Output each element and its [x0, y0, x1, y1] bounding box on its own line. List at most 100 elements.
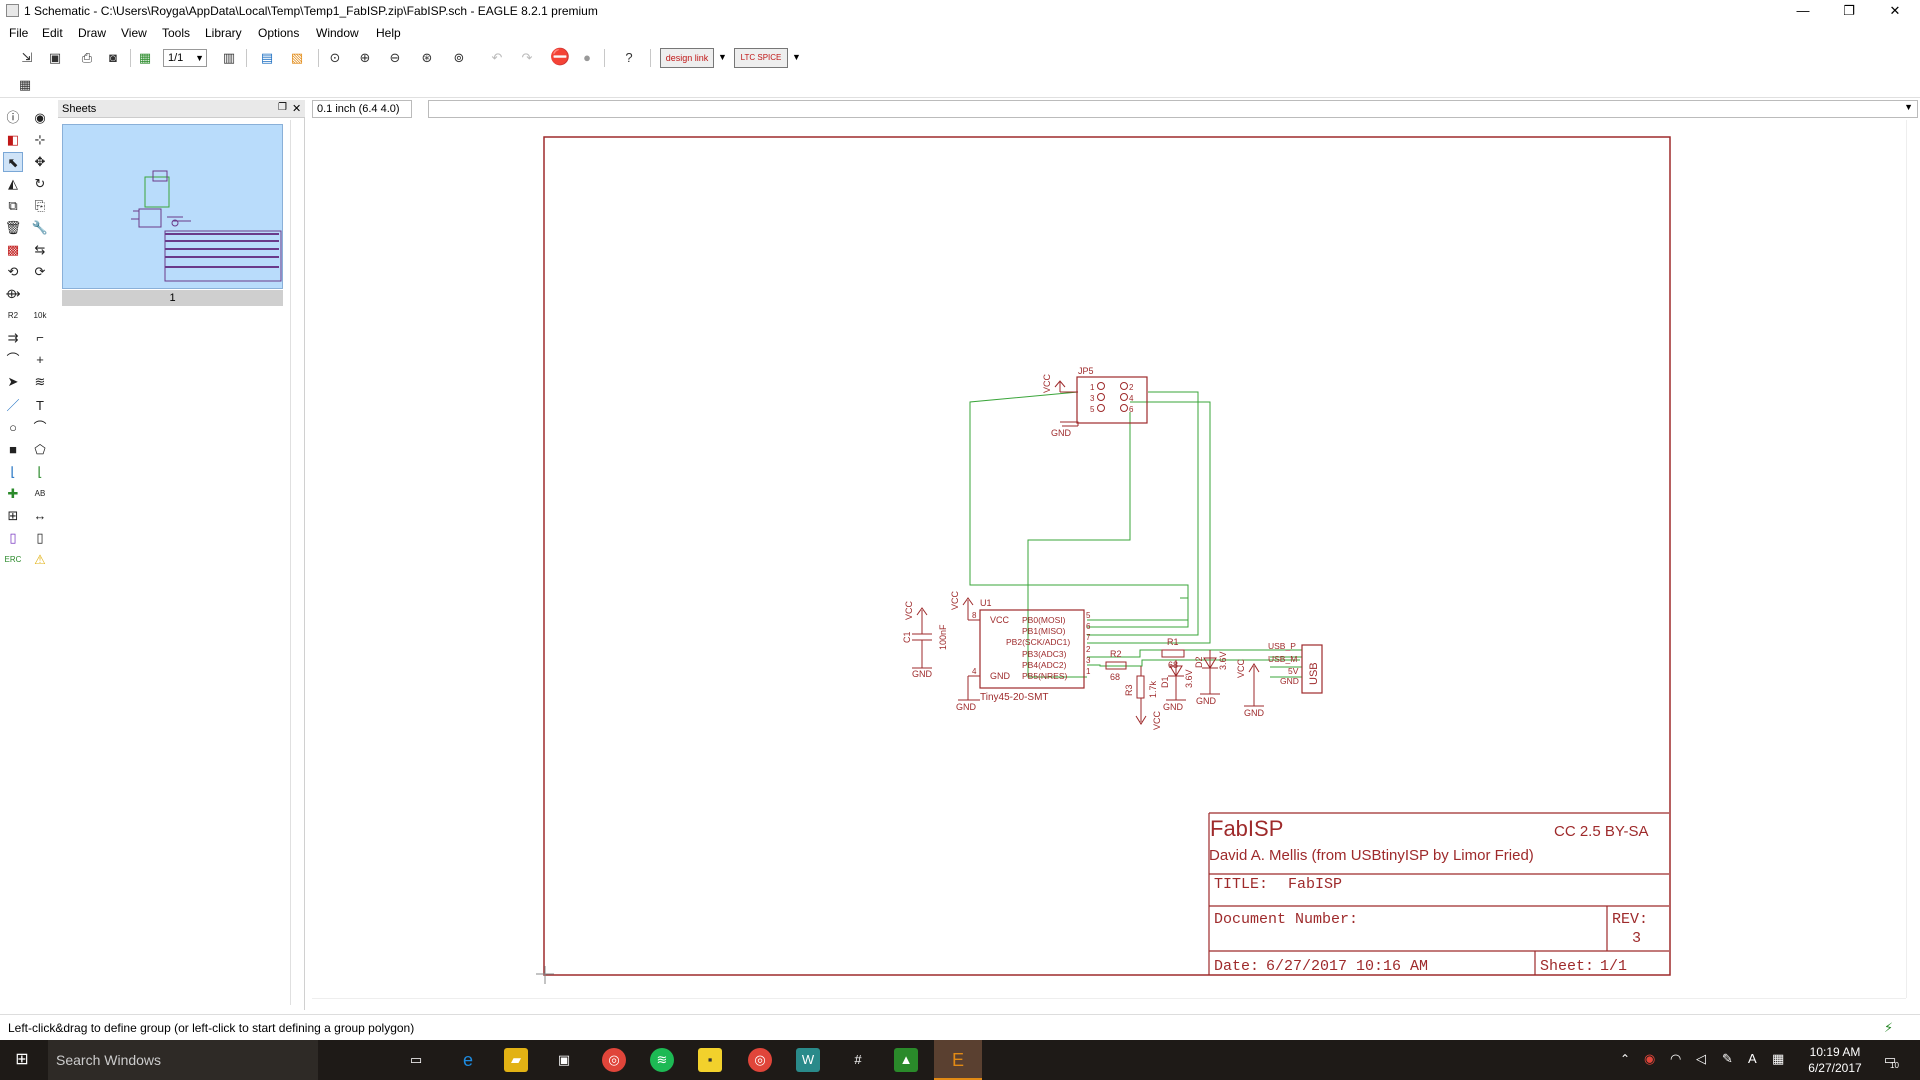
menu-library[interactable]: Library [205, 26, 242, 40]
sheet-thumbnail[interactable] [62, 124, 283, 289]
ulp-icon[interactable]: ▧ [290, 50, 304, 65]
go-icon[interactable]: ● [583, 50, 591, 65]
print-icon[interactable]: ⎙ [81, 50, 93, 65]
zoom-select-icon[interactable]: ⊚ [453, 50, 465, 65]
open-icon[interactable]: ⇲ [21, 50, 33, 65]
bus-draw-icon[interactable]: ⌊ [37, 464, 43, 479]
menu-view[interactable]: View [121, 26, 147, 40]
tray-chevron-icon[interactable]: ⌃ [1620, 1052, 1631, 1066]
zoom-fit-icon[interactable]: ⊙ [329, 50, 341, 65]
command-dropdown-icon[interactable]: ▼ [1904, 102, 1913, 112]
command-line-input[interactable]: ▼ [428, 100, 1918, 118]
erc-icon[interactable]: ERC [4, 555, 22, 564]
wire-icon[interactable]: ／ [6, 398, 20, 413]
sheet-select[interactable]: 1/1 ▼ [163, 49, 207, 67]
script-icon[interactable]: ▤ [260, 50, 274, 65]
eagle-task-icon[interactable]: E [934, 1040, 982, 1080]
bus-arrow-icon[interactable]: ➤ [7, 374, 19, 389]
zoom-redraw-icon[interactable]: ⊛ [421, 50, 433, 65]
move-icon[interactable]: ⬉ [3, 152, 23, 172]
grid-icon[interactable]: ▦ [18, 77, 32, 92]
pin-swap-icon[interactable]: ⟳ [34, 264, 46, 279]
miter-icon[interactable]: ⌐ [36, 330, 44, 345]
tray-volume-icon[interactable]: ◁ [1696, 1051, 1706, 1066]
switch-board-icon[interactable]: ▦ [138, 50, 152, 65]
optimize-icon[interactable]: + [36, 352, 44, 367]
canvas-horizontal-scrollbar[interactable] [312, 998, 1906, 1012]
save-icon[interactable]: ▣ [48, 50, 62, 65]
tray-vpn-icon[interactable]: ◉ [1644, 1051, 1656, 1066]
column-layout-icon[interactable]: ▥ [222, 50, 236, 65]
redo-icon[interactable]: ↷ [521, 50, 533, 65]
store-icon[interactable]: ▣ [557, 1052, 571, 1067]
start-icon[interactable]: ⊞ [15, 1051, 29, 1068]
tray-network-icon[interactable]: ◠ [1670, 1051, 1682, 1066]
circle-icon[interactable]: ○ [9, 420, 17, 435]
copy-icon[interactable]: ⧉ [8, 198, 18, 213]
canvas-vertical-scrollbar[interactable] [1906, 120, 1920, 998]
edge-icon[interactable]: e [462, 1050, 473, 1070]
stop-icon[interactable]: ⛔ [550, 49, 570, 66]
minimize-button[interactable]: — [1796, 3, 1810, 18]
dimension-icon[interactable]: ↔ [33, 508, 47, 523]
show-icon[interactable]: ◉ [34, 110, 46, 125]
display-layers-icon[interactable]: ◧ [6, 132, 20, 147]
webstorm-icon[interactable]: W [796, 1048, 820, 1072]
cam-icon[interactable]: ◙ [109, 50, 117, 65]
mark-icon[interactable]: ⊹ [34, 132, 46, 147]
replace-icon[interactable]: ⇆ [34, 242, 46, 257]
search-box[interactable]: Search Windows [48, 1040, 318, 1080]
gate-swap-icon[interactable]: ⟲ [7, 264, 19, 279]
notification-center-icon[interactable]: ▭10 [1878, 1050, 1902, 1070]
chrome-icon[interactable]: ◎ [602, 1048, 626, 1072]
rect-icon[interactable]: ■ [9, 442, 17, 457]
design-link-dropdown-icon[interactable]: ▼ [718, 52, 727, 62]
delete-icon[interactable]: 🗑 [4, 220, 22, 235]
close-panel-icon[interactable]: ✕ [292, 103, 302, 115]
module-icon[interactable]: ▯ [9, 530, 17, 545]
task-view-icon[interactable]: ▭ [409, 1052, 423, 1067]
tray-input-icon[interactable]: A [1748, 1051, 1757, 1066]
port-icon[interactable]: ▯ [36, 530, 44, 545]
junction-icon[interactable]: ✚ [7, 486, 19, 501]
bus-icon[interactable]: ≋ [34, 374, 46, 389]
sheets-scrollbar[interactable] [290, 120, 302, 1005]
close-button[interactable]: ✕ [1889, 3, 1901, 18]
chrome-profile-icon[interactable]: ◎ [748, 1048, 772, 1072]
attribute-icon[interactable]: ⊞ [7, 508, 19, 523]
menu-options[interactable]: Options [258, 26, 300, 40]
ltc-spice-dropdown-icon[interactable]: ▼ [792, 52, 801, 62]
undo-icon[interactable]: ↶ [491, 50, 503, 65]
zoom-out-icon[interactable]: ⊖ [389, 50, 401, 65]
change-icon[interactable]: 🔧 [31, 220, 49, 235]
tray-keyboard-icon[interactable]: ▦ [1772, 1051, 1785, 1066]
warning-icon[interactable]: ⚠ [34, 552, 46, 567]
split-icon[interactable]: ⌒ [6, 352, 20, 367]
mirror-icon[interactable]: ◭ [8, 176, 18, 191]
rotate-icon[interactable]: ↻ [34, 176, 46, 191]
info-icon[interactable]: ⓘ [6, 110, 20, 125]
help-icon[interactable]: ? [625, 50, 633, 65]
zoom-in-icon[interactable]: ⊕ [359, 50, 371, 65]
taskbar-clock[interactable]: 10:19 AM 6/27/2017 [1800, 1044, 1870, 1076]
menu-edit[interactable]: Edit [42, 26, 63, 40]
add-part-icon[interactable]: ▩ [6, 242, 20, 257]
float-icon[interactable]: ❐ [278, 102, 287, 113]
ltc-spice-button[interactable]: LTC SPICE [734, 48, 788, 68]
sticky-notes-icon[interactable]: ▪ [698, 1048, 722, 1072]
restore-button[interactable]: ❐ [1843, 3, 1855, 18]
polygon-icon[interactable]: ⬠ [34, 442, 46, 457]
menu-help[interactable]: Help [376, 26, 401, 40]
tray-pen-icon[interactable]: ✎ [1722, 1051, 1733, 1066]
paste-icon[interactable]: ⎘ [34, 198, 46, 213]
net-icon[interactable]: ⌊ [10, 464, 16, 479]
menu-draw[interactable]: Draw [78, 26, 107, 40]
schematic-canvas[interactable]: FabISP CC 2.5 BY-SA David A. Mellis (fro… [312, 120, 1906, 998]
name-icon[interactable]: R2 [7, 311, 19, 320]
text-icon[interactable]: T [36, 398, 44, 413]
spotify-icon[interactable]: ≋ [650, 1048, 674, 1072]
file-explorer-icon[interactable]: ▰ [504, 1048, 528, 1072]
invoke-icon[interactable]: ⟴ [5, 286, 21, 301]
slack-icon[interactable]: # [854, 1052, 862, 1067]
evernote-icon[interactable]: ▲ [894, 1048, 918, 1072]
